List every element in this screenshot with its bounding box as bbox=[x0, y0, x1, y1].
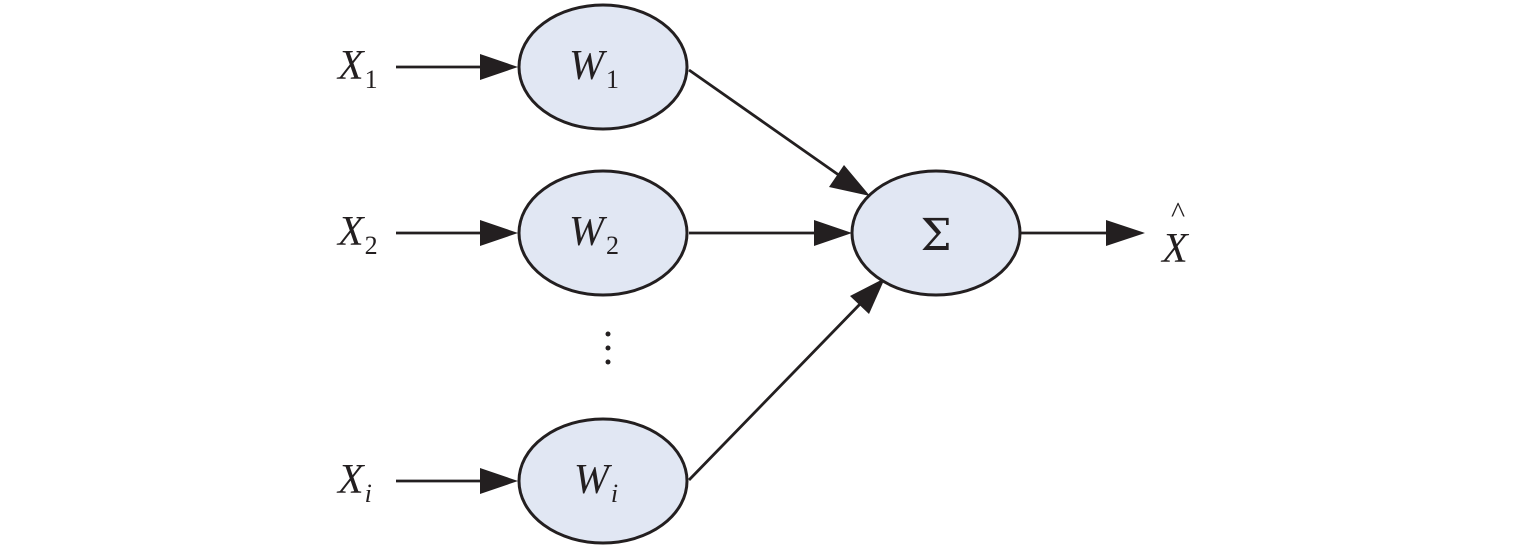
arrowhead-w2-sum bbox=[814, 220, 852, 246]
vertical-ellipsis-icon bbox=[605, 331, 611, 365]
weight-node-1-label: W1 bbox=[569, 43, 619, 94]
weight-node-1-ellipse bbox=[517, 3, 689, 131]
arrowhead-xi-wi bbox=[480, 468, 518, 494]
input-label-1: X1 bbox=[336, 43, 378, 94]
weight-node-2: W2 bbox=[517, 169, 689, 297]
weight-node-i: Wi bbox=[517, 417, 689, 545]
ellipsis-dot bbox=[605, 345, 611, 351]
input-edges bbox=[396, 54, 518, 494]
sum-node-ellipse bbox=[850, 169, 1022, 297]
arrowhead-sum-output bbox=[1106, 220, 1145, 246]
arrowhead-wi-sum bbox=[850, 278, 885, 314]
edge-wi-sum bbox=[687, 301, 864, 481]
arrowhead-w1-sum bbox=[829, 165, 870, 196]
weight-node-i-ellipse bbox=[517, 417, 689, 545]
input-x2-label: X2 bbox=[336, 209, 378, 260]
weight-node-2-ellipse bbox=[517, 169, 689, 297]
input-xi-label: Xi bbox=[336, 457, 372, 508]
input-label-2: X2 bbox=[336, 209, 378, 260]
weight-node-2-label: W2 bbox=[569, 209, 619, 260]
output-label: ^ X bbox=[1160, 196, 1190, 272]
arrowhead-x1-w1 bbox=[480, 54, 518, 80]
ellipsis-dot bbox=[605, 331, 611, 337]
edge-w1-sum bbox=[688, 68, 844, 180]
input-label-i: Xi bbox=[336, 457, 372, 508]
output-hat-accent: ^ bbox=[1171, 196, 1185, 229]
arrowhead-x2-w2 bbox=[480, 220, 518, 246]
weight-node-1: W1 bbox=[517, 3, 689, 131]
weight-node-i-label: Wi bbox=[574, 457, 618, 508]
weight-edges bbox=[687, 68, 885, 481]
ellipsis-dot bbox=[605, 359, 611, 365]
input-x1-label: X1 bbox=[336, 43, 378, 94]
sum-symbol: Σ bbox=[920, 210, 951, 261]
output-x-hat-label: X bbox=[1160, 226, 1190, 272]
sum-node: Σ bbox=[850, 169, 1022, 297]
output-edge bbox=[1021, 220, 1145, 246]
